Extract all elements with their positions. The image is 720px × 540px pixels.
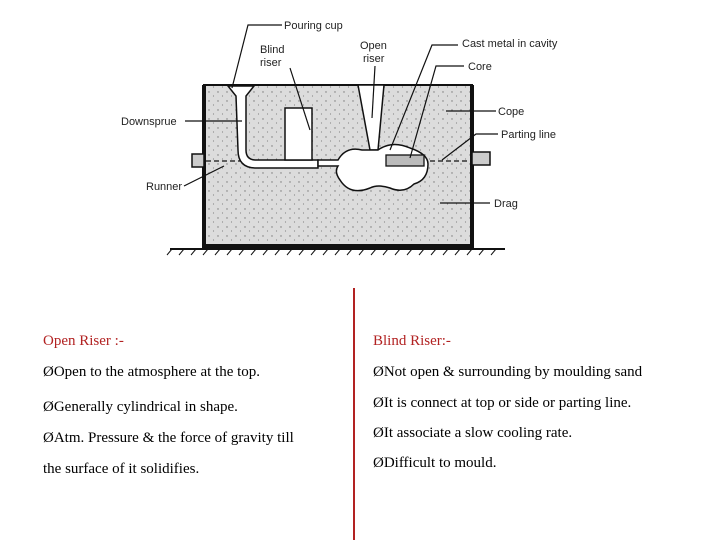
open-riser-point: the surface of it solidifies.	[43, 461, 200, 477]
left-lug	[191, 153, 205, 168]
ground-base	[166, 248, 505, 256]
label-open-riser-line1: Open	[360, 40, 387, 52]
blind-riser-point: ØIt associate a slow cooling rate.	[373, 425, 573, 441]
label-parting-line: Parting line	[501, 129, 556, 141]
right-lug	[471, 151, 491, 166]
label-runner: Runner	[146, 181, 182, 193]
label-core: Core	[468, 61, 492, 73]
leader-lines	[183, 24, 498, 204]
open-riser-point: ØGenerally cylindrical in shape.	[43, 399, 238, 415]
blind-riser-heading: Blind Riser:-	[373, 333, 451, 349]
label-drag: Drag	[494, 198, 518, 210]
open-riser-heading: Open Riser :-	[43, 333, 124, 349]
open-riser-point: ØOpen to the atmosphere at the top.	[43, 364, 261, 380]
column-divider	[353, 288, 355, 540]
open-riser-point: ØAtm. Pressure & the force of gravity ti…	[43, 430, 294, 446]
blind-riser-point: ØIt is connect at top or side or parting…	[373, 395, 632, 411]
mould-diagram: Pouring cup Blind riser Open riser Cast …	[121, 20, 558, 256]
label-pouring-cup: Pouring cup	[284, 20, 343, 32]
label-open-riser-line2: riser	[363, 53, 385, 65]
blind-riser-point: ØNot open & surrounding by moulding sand	[373, 364, 643, 380]
label-blind-riser-line2: riser	[260, 57, 282, 69]
label-downsprue: Downsprue	[121, 116, 177, 128]
core-shape	[385, 154, 425, 167]
blind-riser-point: ØDifficult to mould.	[373, 455, 497, 471]
label-cast-metal: Cast metal in cavity	[462, 38, 558, 50]
label-cope: Cope	[498, 106, 524, 118]
blind-riser-shape	[284, 107, 313, 161]
label-blind-riser-line1: Blind	[260, 44, 284, 56]
